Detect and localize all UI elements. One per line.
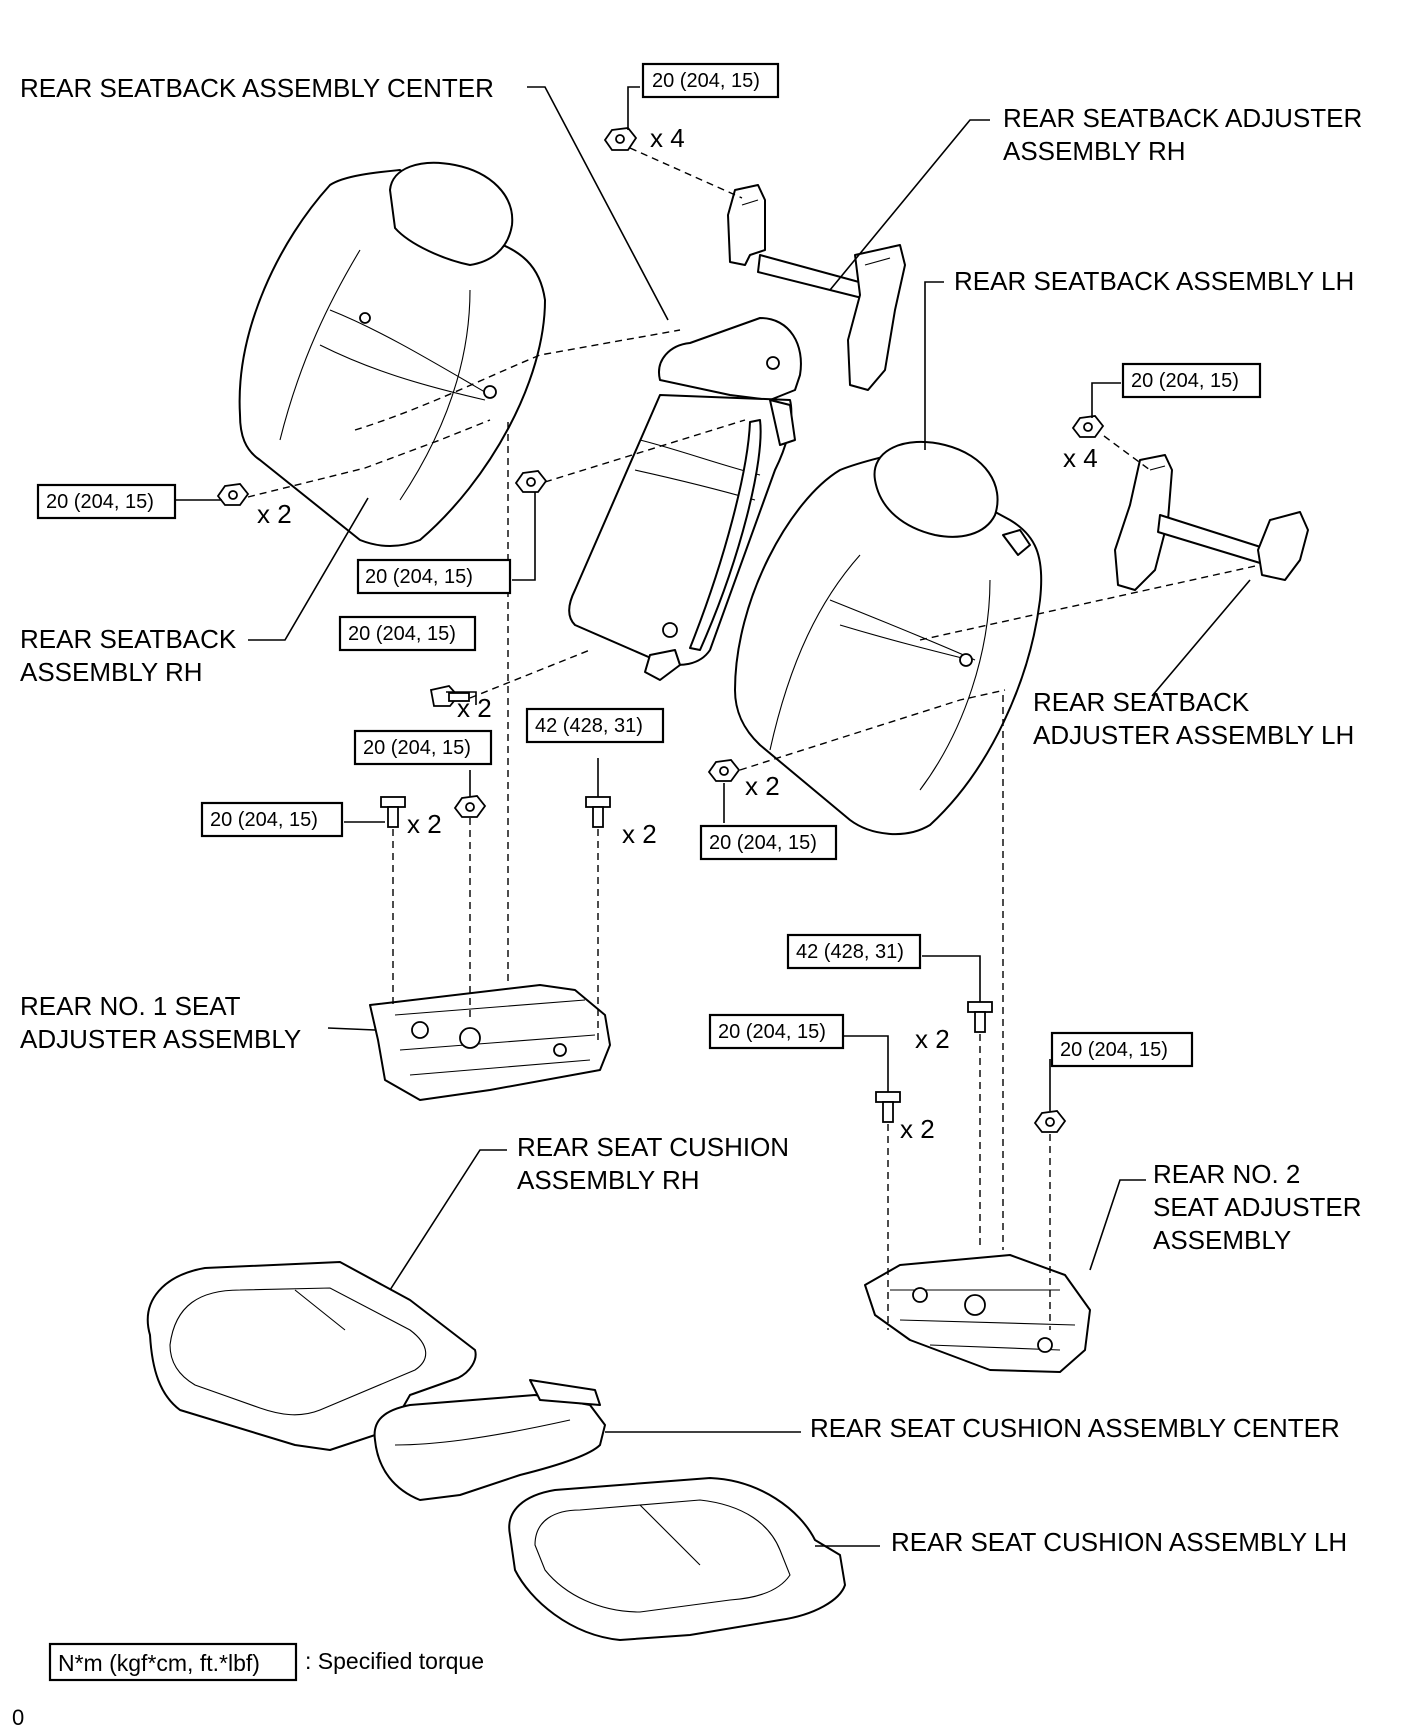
svg-text:20 (204, 15): 20 (204, 15): [718, 1021, 826, 1043]
torque-box: 20 (204, 15): [36, 483, 177, 520]
svg-text:20 (204, 15): 20 (204, 15): [365, 566, 473, 588]
qty-label: x 2: [407, 809, 442, 839]
label-no2-adjuster-line1: REAR NO. 2: [1153, 1159, 1300, 1189]
bolt-icon: [585, 796, 611, 828]
torque-box: 20 (204, 15): [353, 729, 493, 766]
label-cushion-lh: REAR SEAT CUSHION ASSEMBLY LH: [891, 1527, 1347, 1557]
no1-seat-adjuster-illustration: [369, 984, 611, 1101]
qty-label: x 2: [900, 1114, 935, 1144]
quantity-labels: x 4 x 4 x 2 x 2 x 2 x 2 x 2 x 2 x 2: [257, 123, 1098, 1144]
nut-icon: [514, 470, 548, 493]
qty-label: x 4: [650, 123, 685, 153]
svg-text:20 (204, 15): 20 (204, 15): [363, 737, 471, 759]
label-seatback-rh-line1: REAR SEATBACK: [20, 624, 237, 654]
fasteners: [216, 127, 1105, 1133]
nut-icon: [603, 127, 638, 151]
seatback-adjuster-lh-illustration: [1114, 454, 1309, 591]
label-adjuster-rh-line1: REAR SEATBACK ADJUSTER: [1003, 103, 1362, 133]
torque-box: 20 (204, 15): [338, 615, 477, 652]
seatback-lh-illustration: [734, 440, 1043, 836]
footer-code: 0: [12, 1705, 24, 1730]
label-cushion-rh-line1: REAR SEAT CUSHION: [517, 1132, 789, 1162]
bolt-icon: [967, 1001, 993, 1033]
seat-cushion-rh-illustration: [146, 1261, 477, 1451]
seatback-center-illustration: [568, 317, 802, 681]
svg-text:20 (204, 15): 20 (204, 15): [1060, 1039, 1168, 1061]
torque-box: 20 (204, 15): [641, 62, 780, 99]
seat-cushion-center-illustration: [373, 1379, 606, 1501]
torque-box: 20 (204, 15): [1050, 1031, 1194, 1068]
label-seatback-lh: REAR SEATBACK ASSEMBLY LH: [954, 266, 1354, 296]
torque-box: 42 (428, 31): [525, 707, 665, 744]
qty-label: x 4: [1063, 443, 1098, 473]
svg-text:20 (204, 15): 20 (204, 15): [652, 70, 760, 92]
svg-text:42 (428, 31): 42 (428, 31): [796, 941, 904, 963]
label-no1-adjuster-line2: ADJUSTER ASSEMBLY: [20, 1024, 301, 1054]
label-no2-adjuster-line3: ASSEMBLY: [1153, 1225, 1291, 1255]
torque-box: 20 (204, 15): [699, 824, 838, 861]
nut-icon: [1033, 1110, 1067, 1133]
torque-box: 20 (204, 15): [356, 558, 512, 595]
svg-text:20 (204, 15): 20 (204, 15): [210, 809, 318, 831]
label-adjuster-rh-line2: ASSEMBLY RH: [1003, 136, 1186, 166]
qty-label: x 2: [915, 1024, 950, 1054]
svg-text:20 (204, 15): 20 (204, 15): [1131, 370, 1239, 392]
bolt-icon: [429, 685, 470, 707]
label-no1-adjuster-line1: REAR NO. 1 SEAT: [20, 991, 241, 1021]
label-cushion-rh-line2: ASSEMBLY RH: [517, 1165, 700, 1195]
svg-text:20 (204, 15): 20 (204, 15): [46, 491, 154, 513]
label-adjuster-lh-line2: ADJUSTER ASSEMBLY LH: [1033, 720, 1354, 750]
qty-label: x 2: [257, 499, 292, 529]
svg-text:42 (428, 31): 42 (428, 31): [535, 715, 643, 737]
leader-lines: [176, 86, 1251, 1547]
torque-box: 20 (204, 15): [200, 801, 344, 838]
seat-cushion-lh-illustration: [508, 1477, 846, 1641]
label-seatback-rh-line2: ASSEMBLY RH: [20, 657, 203, 687]
torque-legend: N*m (kgf*cm, ft.*lbf) : Specified torque: [48, 1642, 484, 1682]
no2-seat-adjuster-illustration: [864, 1254, 1091, 1373]
seatback-adjuster-rh-illustration: [727, 184, 906, 391]
qty-label: x 2: [457, 693, 492, 723]
seatback-rh-illustration: [238, 161, 546, 547]
label-seatback-center: REAR SEATBACK ASSEMBLY CENTER: [20, 73, 494, 103]
svg-text:20 (204, 15): 20 (204, 15): [709, 832, 817, 854]
assembly-lines: [247, 147, 1261, 1330]
legend-unit-box: N*m (kgf*cm, ft.*lbf): [58, 1650, 260, 1676]
qty-label: x 2: [745, 771, 780, 801]
torque-box: 20 (204, 15): [708, 1013, 845, 1050]
nut-icon: [707, 759, 741, 782]
qty-label: x 2: [622, 819, 657, 849]
nut-icon: [216, 483, 250, 506]
part-labels: REAR SEATBACK ASSEMBLY CENTER REAR SEATB…: [20, 73, 1362, 1557]
nut-icon: [453, 795, 487, 818]
torque-box: 42 (428, 31): [786, 933, 922, 970]
torque-box: 20 (204, 15): [1121, 362, 1262, 399]
svg-text:20 (204, 15): 20 (204, 15): [348, 623, 456, 645]
label-no2-adjuster-line2: SEAT ADJUSTER: [1153, 1192, 1362, 1222]
bolt-icon: [380, 796, 406, 828]
torque-specs: 20 (204, 15) 20 (204, 15) 20 (204, 15) 2…: [36, 62, 1262, 1068]
nut-icon: [1071, 415, 1105, 438]
label-cushion-center: REAR SEAT CUSHION ASSEMBLY CENTER: [810, 1413, 1340, 1443]
legend-unit-text: : Specified torque: [305, 1648, 484, 1674]
bolt-icon: [875, 1091, 901, 1123]
label-adjuster-lh-line1: REAR SEATBACK: [1033, 687, 1250, 717]
